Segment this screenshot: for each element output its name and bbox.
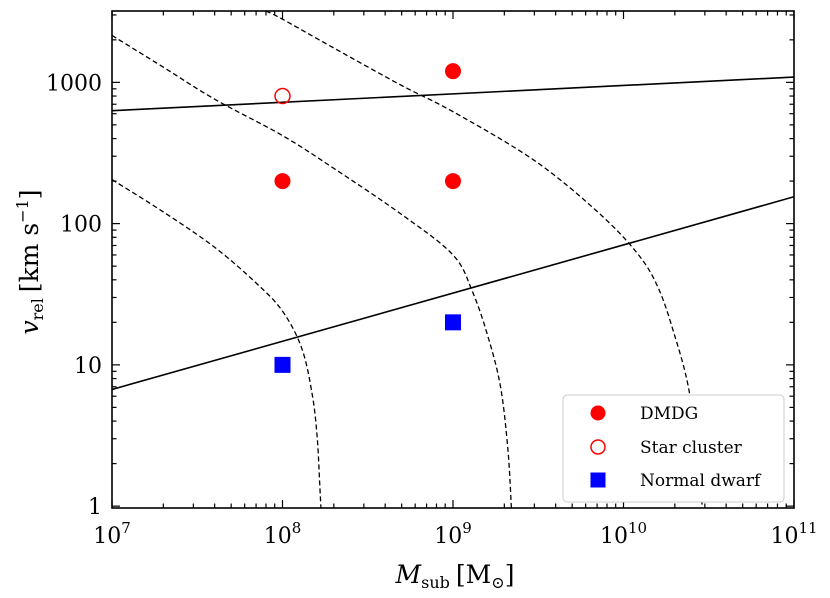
- y-label-main: v: [15, 320, 44, 334]
- x-axis-label: Msub [M⊙]: [395, 560, 515, 592]
- y-label-unit-sup: −1: [13, 199, 32, 223]
- y-axis-label: vrel [km s−1]: [13, 189, 47, 334]
- x-tick-label: 107: [93, 519, 131, 549]
- y-label-unit-close: ]: [15, 189, 44, 199]
- data-points: [274, 63, 461, 373]
- y-label-unit: [km s: [15, 223, 44, 292]
- tick-labels: 107 108 109 1010 1011 1 10 100 1000: [46, 71, 818, 549]
- solid-line-1: [112, 76, 794, 112]
- dmdg-point: [445, 173, 461, 190]
- x-tick-label: 1010: [600, 519, 647, 549]
- dmdg-point: [445, 63, 461, 80]
- legend-dmdg-marker: [590, 405, 606, 421]
- y-tick-label: 1000: [46, 71, 102, 96]
- y-label-sub: rel: [28, 298, 47, 320]
- model-lines: [112, 11, 794, 508]
- x-label-unit-sub: ⊙: [491, 573, 504, 592]
- legend-star-cluster-marker: [590, 439, 606, 455]
- legend-star-cluster-label: Star cluster: [640, 438, 743, 458]
- y-tick-label: 10: [74, 354, 102, 379]
- x-label-sub: sub: [421, 573, 450, 592]
- plot-area: [112, 11, 794, 508]
- legend-box: [562, 394, 785, 503]
- plot-frame: [111, 10, 795, 509]
- legend-normal-dwarf-label: Normal dwarf: [640, 471, 762, 491]
- solid-line-2: [112, 195, 794, 391]
- normal-dwarf-point: [274, 356, 291, 373]
- x-tick-label: 1011: [770, 519, 817, 549]
- dashed-curve-2: [112, 34, 513, 508]
- legend: DMDG Star cluster Normal dwarf: [562, 394, 785, 503]
- dashed-curve-3: [265, 11, 703, 508]
- legend-normal-dwarf-marker: [590, 472, 606, 488]
- x-tick-label: 108: [264, 519, 302, 549]
- star-cluster-point: [274, 87, 291, 105]
- x-tick-label: 109: [434, 519, 472, 549]
- normal-dwarf-point: [445, 314, 461, 331]
- dmdg-point: [274, 173, 291, 190]
- x-label-unit-open: [M: [456, 560, 491, 589]
- y-tick-label: 100: [60, 213, 102, 238]
- x-label-unit-close: ]: [505, 560, 515, 589]
- y-tick-label: 1: [88, 495, 102, 520]
- x-label-main: M: [395, 560, 423, 589]
- dashed-curve-1: [112, 179, 322, 508]
- legend-dmdg-label: DMDG: [640, 404, 698, 424]
